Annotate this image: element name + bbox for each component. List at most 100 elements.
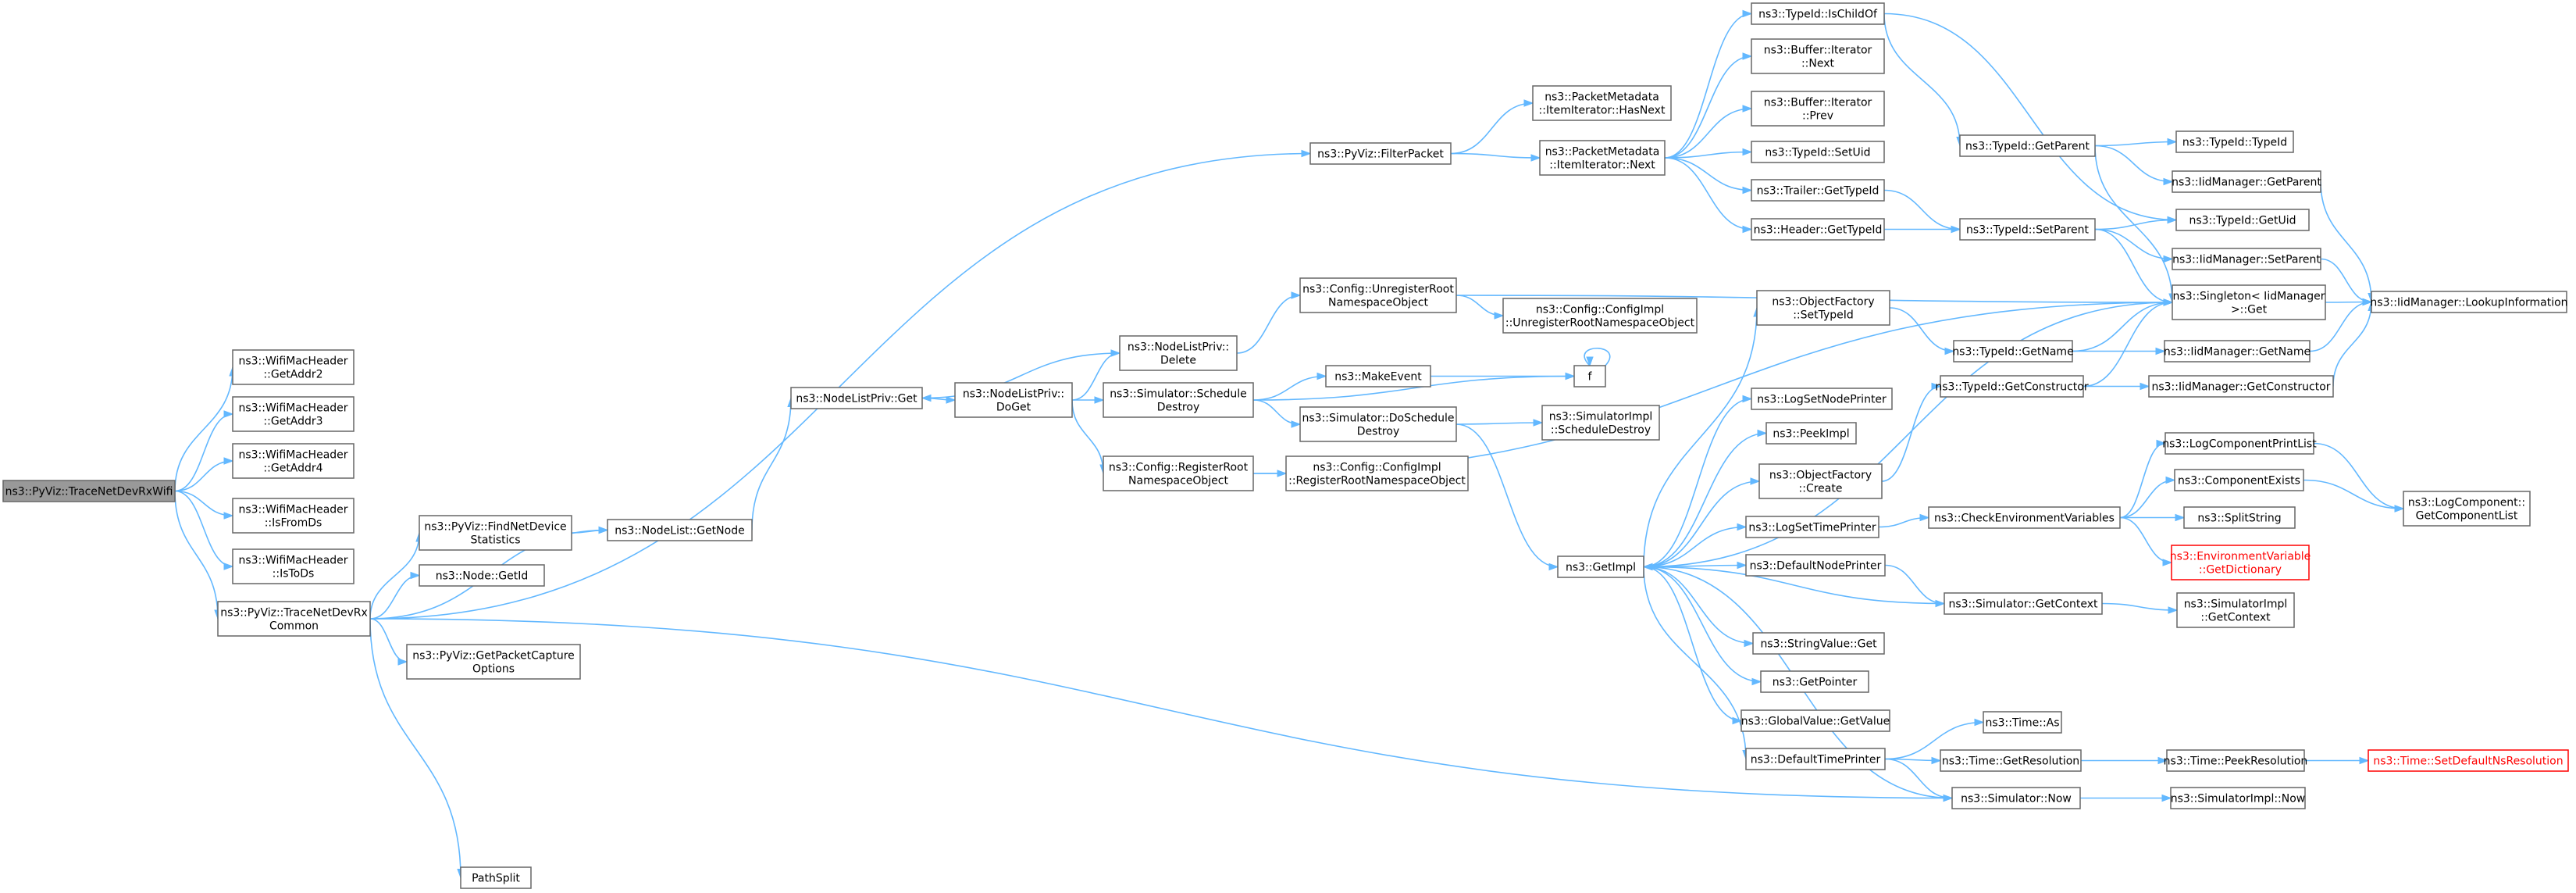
node-iidgetparent[interactable]: ns3::IidManager::GetParent bbox=[2172, 170, 2321, 193]
node-label-line: ns3::WifiMacHeader bbox=[238, 555, 347, 567]
node-simnow[interactable]: ns3::Simulator::Now bbox=[1951, 787, 2081, 809]
node-defaultnode[interactable]: ns3::DefaultNodePrinter bbox=[1745, 554, 1886, 577]
node-label-line: ns3::TypeId::SetParent bbox=[1966, 224, 2089, 237]
node-cfgunreg[interactable]: ns3::Config::ConfigImpl::UnregisterRootN… bbox=[1502, 298, 1698, 334]
node-label-line: ns3::SplitString bbox=[2197, 513, 2281, 525]
node-nlpdelete[interactable]: ns3::NodeListPriv::Delete bbox=[1119, 335, 1238, 371]
node-pathsplit[interactable]: PathSplit bbox=[460, 866, 532, 889]
node-pmhasnext[interactable]: ns3::PacketMetadata::ItemIterator::HasNe… bbox=[1532, 85, 1672, 121]
node-peekres[interactable]: ns3::Time::PeekResolution bbox=[2164, 749, 2308, 772]
node-unregroot[interactable]: ns3::Config::UnregisterRootNamespaceObje… bbox=[1299, 277, 1457, 313]
node-getparent[interactable]: ns3::TypeId::GetParent bbox=[1959, 134, 2096, 157]
node-simimplsched[interactable]: ns3::SimulatorImpl::ScheduleDestroy bbox=[1541, 405, 1660, 441]
node-addr3[interactable]: ns3::WifiMacHeader::GetAddr3 bbox=[232, 396, 355, 432]
edge-logsettime-to-checkenv bbox=[1878, 513, 1930, 528]
node-box bbox=[2, 480, 176, 502]
node-box bbox=[419, 515, 572, 551]
edge-pmnext-to-ischildof bbox=[1664, 9, 1753, 159]
node-setparent[interactable]: ns3::TypeId::SetParent bbox=[1959, 218, 2096, 241]
node-timeas[interactable]: ns3::Time::As bbox=[1983, 711, 2062, 734]
edge-getimpl-to-peekimpl bbox=[1643, 429, 1768, 568]
node-simimplctx[interactable]: ns3::SimulatorImpl::GetContext bbox=[2176, 592, 2295, 628]
node-box bbox=[2183, 506, 2296, 529]
node-box bbox=[1760, 670, 1869, 693]
node-logcomplist[interactable]: ns3::LogComponent::GetComponentList bbox=[2403, 491, 2531, 527]
node-addr4[interactable]: ns3::WifiMacHeader::GetAddr4 bbox=[232, 443, 355, 479]
node-label-line: ns3::GetImpl bbox=[1566, 562, 1636, 574]
node-compexists[interactable]: ns3::ComponentExists bbox=[2174, 469, 2304, 491]
node-nlgetnode[interactable]: ns3::NodeList::GetNode bbox=[607, 519, 753, 541]
node-iidgetname[interactable]: ns3::IidManager::GetName bbox=[2164, 340, 2311, 363]
node-bufprev[interactable]: ns3::Buffer::Iterator::Prev bbox=[1751, 91, 1885, 127]
node-simimplnow[interactable]: ns3::SimulatorImpl::Now bbox=[2170, 787, 2306, 809]
node-f[interactable]: f bbox=[1573, 365, 1606, 388]
node-getuid[interactable]: ns3::TypeId::GetUid bbox=[2175, 209, 2310, 231]
node-box bbox=[1758, 463, 1883, 499]
node-makeevent[interactable]: ns3::MakeEvent bbox=[1325, 365, 1431, 388]
node-bufnext[interactable]: ns3::Buffer::Iterator::Next bbox=[1751, 38, 1885, 74]
node-lookup[interactable]: ns3::IidManager::LookupInformation bbox=[2370, 291, 2568, 313]
edge-nlpdoget-to-regroot bbox=[1071, 399, 1107, 475]
node-checkenv[interactable]: ns3::CheckEnvironmentVariables bbox=[1928, 506, 2121, 529]
node-envdict[interactable]: ns3::EnvironmentVariable::GetDictionary bbox=[2170, 545, 2311, 580]
node-nlpget[interactable]: ns3::NodeListPriv::Get bbox=[790, 387, 923, 409]
node-label-line: ns3::IidManager::GetConstructor bbox=[2151, 381, 2330, 394]
node-pmnext[interactable]: ns3::PacketMetadata::ItemIterator::Next bbox=[1539, 140, 1666, 176]
node-ischildof[interactable]: ns3::TypeId::IsChildOf bbox=[1751, 2, 1885, 25]
node-box bbox=[1325, 365, 1431, 388]
node-label-line: ns3::NodeListPriv:: bbox=[963, 388, 1064, 401]
node-root[interactable]: ns3::PyViz::TraceNetDevRxWifi bbox=[2, 480, 176, 502]
node-simgetcontext[interactable]: ns3::Simulator::GetContext bbox=[1944, 592, 2103, 615]
node-cfgreg[interactable]: ns3::Config::ConfigImpl::RegisterRootNam… bbox=[1285, 455, 1469, 491]
node-schedulefn[interactable]: ns3::Simulator::ScheduleDestroy bbox=[1103, 382, 1254, 418]
node-getconstructor[interactable]: ns3::TypeId::GetConstructor bbox=[1935, 375, 2089, 398]
node-header[interactable]: ns3::Header::GetTypeId bbox=[1751, 218, 1885, 241]
node-box bbox=[1285, 455, 1469, 491]
node-label-line: ns3::PyViz::TraceNetDevRxWifi bbox=[5, 486, 173, 498]
node-typeidctor[interactable]: ns3::TypeId::TypeId bbox=[2175, 130, 2294, 153]
node-box bbox=[1745, 748, 1886, 770]
node-logcompprint[interactable]: ns3::LogComponentPrintList bbox=[2162, 432, 2317, 455]
node-logsetnode[interactable]: ns3::LogSetNodePrinter bbox=[1751, 388, 1893, 410]
node-ofsettypeid[interactable]: ns3::ObjectFactory::SetTypeId bbox=[1756, 290, 1890, 326]
edge-getimpl-to-getpointer bbox=[1643, 566, 1762, 686]
node-label-line: ns3::WifiMacHeader bbox=[238, 402, 347, 415]
node-label-line: ::SetTypeId bbox=[1793, 309, 1854, 322]
node-splitstring[interactable]: ns3::SplitString bbox=[2183, 506, 2296, 529]
node-getpointer[interactable]: ns3::GetPointer bbox=[1760, 670, 1869, 693]
node-tods[interactable]: ns3::WifiMacHeader::IsToDs bbox=[232, 548, 355, 584]
node-getimpl[interactable]: ns3::GetImpl bbox=[1557, 555, 1644, 578]
node-iidgetconstructor[interactable]: ns3::IidManager::GetConstructor bbox=[2148, 375, 2334, 398]
node-defaulttime[interactable]: ns3::DefaultTimePrinter bbox=[1745, 748, 1886, 770]
node-box bbox=[1751, 141, 1885, 163]
node-ofcreate[interactable]: ns3::ObjectFactory::Create bbox=[1758, 463, 1883, 499]
edge-nlpdoget-to-schedulefn bbox=[1071, 396, 1105, 404]
node-getname[interactable]: ns3::TypeId::GetName bbox=[1952, 340, 2074, 363]
node-trailer[interactable]: ns3::Trailer::GetTypeId bbox=[1751, 179, 1885, 202]
node-getresolution[interactable]: ns3::Time::GetResolution bbox=[1940, 749, 2082, 772]
node-stringvalue[interactable]: ns3::StringValue::Get bbox=[1752, 632, 1885, 655]
node-globalvalue[interactable]: ns3::GlobalValue::GetValue bbox=[1740, 709, 1890, 732]
node-nlpdoget[interactable]: ns3::NodeListPriv::DoGet bbox=[954, 382, 1073, 418]
node-iidsetparent[interactable]: ns3::IidManager::SetParent bbox=[2172, 248, 2321, 270]
node-filterpacket[interactable]: ns3::PyViz::FilterPacket bbox=[1309, 142, 1452, 165]
node-fromds[interactable]: ns3::WifiMacHeader::IsFromDs bbox=[232, 498, 355, 534]
node-nodegetid[interactable]: ns3::Node::GetId bbox=[419, 564, 545, 587]
node-singleton[interactable]: ns3::Singleton< IidManager >::Get bbox=[2172, 284, 2326, 320]
node-addr2[interactable]: ns3::WifiMacHeader::GetAddr2 bbox=[232, 349, 355, 385]
node-label-line: ::ItemIterator::HasNext bbox=[1539, 105, 1666, 117]
node-logsettime[interactable]: ns3::LogSetTimePrinter bbox=[1745, 516, 1879, 538]
node-label-line: ns3::Config::ConfigImpl bbox=[1313, 462, 1441, 474]
edge-doschedule-to-simimplsched bbox=[1455, 419, 1544, 427]
edge-ischildof-to-getuid bbox=[1883, 13, 2178, 224]
node-label-line: ns3::TypeId::GetUid bbox=[2189, 215, 2296, 227]
node-setuid[interactable]: ns3::TypeId::SetUid bbox=[1751, 141, 1885, 163]
node-box bbox=[232, 396, 355, 432]
node-setdefaultns[interactable]: ns3::Time::SetDefaultNsResolution bbox=[2368, 749, 2569, 772]
node-regroot[interactable]: ns3::Config::RegisterRootNamespaceObject bbox=[1103, 455, 1254, 491]
node-peekimpl[interactable]: ns3::PeekImpl bbox=[1765, 422, 1857, 445]
